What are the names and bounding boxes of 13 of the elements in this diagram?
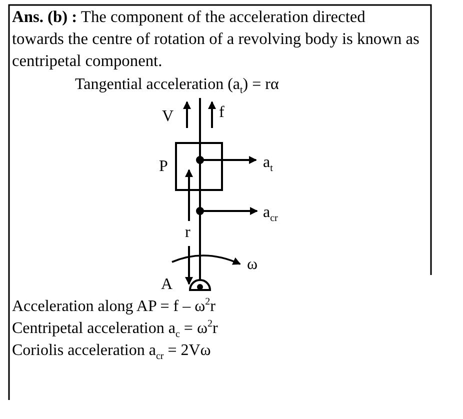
vector-label: V <box>162 107 174 127</box>
vector-label: f <box>219 103 224 123</box>
vector-label: a$_{t}$ <box>263 153 273 174</box>
vector-label: r <box>185 223 190 243</box>
vector-label: a$_{cr}$ <box>263 203 278 224</box>
point-label: A <box>161 275 173 295</box>
formula-text: Centripetal acceleration a$_{c}$ = ω$^{2}$r <box>12 318 218 340</box>
point-label: P <box>159 157 168 177</box>
formula-text: Coriolis acceleration a$_{cr}$ = 2Vω <box>12 341 211 362</box>
formula-text: Tangential acceleration (a$_{t}$) = rα <box>75 75 279 96</box>
formula-text: Acceleration along AP = f – ω$^{2}$r <box>12 296 216 317</box>
vector-label: ω <box>247 255 258 275</box>
answer-paragraph: Ans. (b) : The component of the acceleration directed towards the centre of rotation of a revolving body is known as centripetal component. <box>12 6 420 72</box>
